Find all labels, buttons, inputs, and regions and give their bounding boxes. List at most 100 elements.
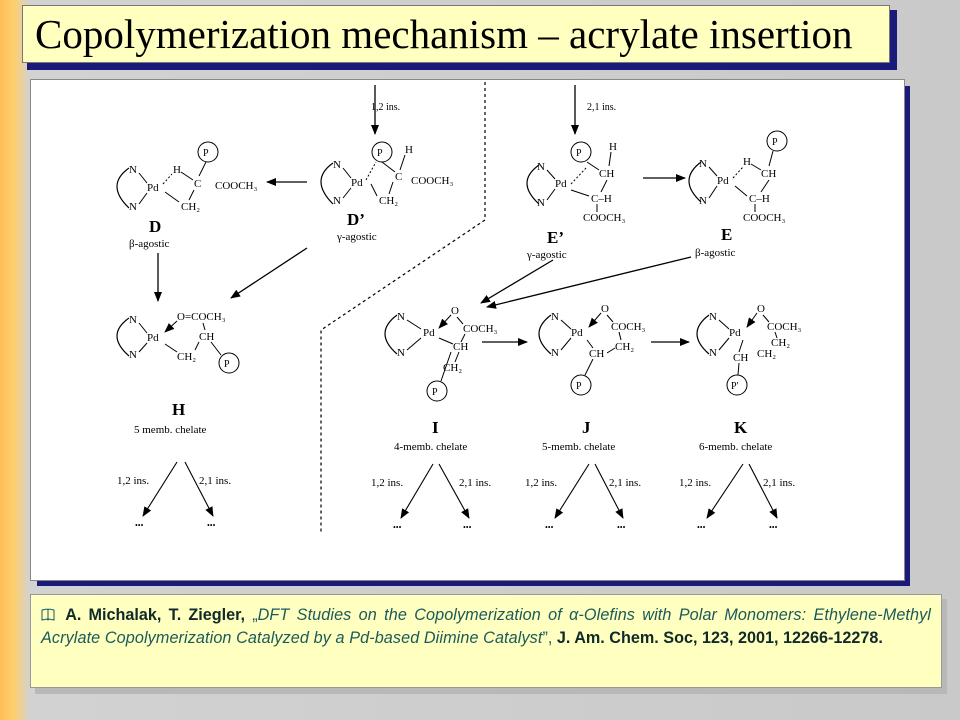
svg-text:Pd: Pd <box>555 178 567 190</box>
reference-open-quote: „ <box>252 606 258 624</box>
svg-text:COCH₃: COCH₃ <box>463 323 498 335</box>
svg-text:N: N <box>397 347 405 359</box>
label-H: H <box>172 400 185 419</box>
ellipsis-H-12: ••• <box>135 521 144 530</box>
svg-text:Pd: Pd <box>147 182 159 194</box>
svg-text:COOCH₃: COOCH₃ <box>411 175 454 187</box>
title-box: Copolymerization mechanism – acrylate in… <box>22 5 890 63</box>
svg-text:H: H <box>609 141 617 153</box>
structure-D: N N Pd H P C COOCH₃ CH₂ <box>116 141 258 213</box>
label-J-12: 1,2 ins. <box>525 477 557 489</box>
reaction-scheme-figure: 1,2 ins. N N Pd P C H COOCH₃ CH₂ D’ γ-ag… <box>30 79 905 581</box>
arrow-K-21 <box>748 463 778 519</box>
svg-text:P: P <box>576 381 582 392</box>
svg-text:C: C <box>194 178 201 190</box>
svg-text:Pd: Pd <box>423 327 435 339</box>
svg-text:P: P <box>224 359 230 370</box>
structure-I: N N Pd O COCH₃ CH CH₂ P <box>384 305 498 402</box>
label-K-21: 2,1 ins. <box>763 477 795 489</box>
svg-text:CH₂: CH₂ <box>181 201 200 213</box>
svg-text:O: O <box>757 303 765 315</box>
svg-text:H: H <box>743 156 751 168</box>
structure-D-prime: N N Pd P C H COOCH₃ CH₂ <box>320 141 454 207</box>
svg-text:COCH₃: COCH₃ <box>611 321 646 333</box>
svg-text:COCH₃: COCH₃ <box>767 321 802 333</box>
svg-text:Pd: Pd <box>351 177 363 189</box>
svg-text:C–H: C–H <box>591 193 612 205</box>
svg-text:CH: CH <box>589 348 604 360</box>
arrow-H-12 <box>142 461 178 517</box>
svg-text:H: H <box>173 164 181 176</box>
arrow-E-to-I <box>486 256 692 309</box>
ellipsis-J-21: ••• <box>617 523 626 532</box>
label-D-prime: D’ <box>347 210 365 229</box>
svg-text:CH: CH <box>761 168 776 180</box>
svg-text:CH₂: CH₂ <box>615 341 634 353</box>
svg-text:N: N <box>129 349 137 361</box>
svg-text:CH₂: CH₂ <box>177 351 196 363</box>
label-E-prime: E’ <box>547 228 564 247</box>
desc-D: β-agostic <box>129 238 170 250</box>
ellipsis-K-21: ••• <box>769 523 778 532</box>
ellipsis-J-12: ••• <box>545 523 554 532</box>
svg-text:COOCH₃: COOCH₃ <box>743 212 786 224</box>
svg-text:N: N <box>699 158 707 170</box>
svg-text:O: O <box>601 303 609 315</box>
svg-text:P: P <box>203 148 209 159</box>
ellipsis-K-12: ••• <box>697 523 706 532</box>
desc-D-prime: γ-agostic <box>336 231 377 243</box>
arrow-J-12 <box>554 463 590 519</box>
svg-text:C–H: C–H <box>749 193 770 205</box>
desc-J: 5-memb. chelate <box>542 441 615 453</box>
desc-E-prime: γ-agostic <box>526 249 567 261</box>
arrow-Eprime-to-I <box>480 259 554 304</box>
desc-K: 6-memb. chelate <box>699 441 772 453</box>
ellipsis-I-21: ••• <box>463 523 472 532</box>
arrow-J-21 <box>594 463 624 519</box>
divider-dashed-line <box>320 82 486 532</box>
label-K-12: 1,2 ins. <box>679 477 711 489</box>
structure-E-prime: N N Pd P H CH C–H COOCH₃ <box>526 141 626 224</box>
svg-text:COOCH₃: COOCH₃ <box>215 180 258 192</box>
svg-text:P: P <box>772 137 778 148</box>
svg-text:Pd: Pd <box>729 327 741 339</box>
structure-E: N N Pd H P CH C–H COOCH₃ <box>688 130 788 224</box>
svg-text:O=COCH₃: O=COCH₃ <box>177 311 226 323</box>
structure-K: N N Pd O COCH₃ CH₂ CH₂ CH P' <box>696 303 802 396</box>
svg-text:Pd: Pd <box>147 332 159 344</box>
svg-text:N: N <box>551 311 559 323</box>
label-H-21: 2,1 ins. <box>199 475 231 487</box>
label-D: D <box>149 217 161 236</box>
label-I-12: 1,2 ins. <box>371 477 403 489</box>
svg-text:N: N <box>709 311 717 323</box>
reference-box: A. Michalak, T. Ziegler, „DFT Studies on… <box>30 594 942 688</box>
svg-text:CH₂: CH₂ <box>757 348 776 360</box>
structure-J: N N Pd O COCH₃ CH₂ CH P <box>538 303 646 396</box>
label-E: E <box>721 225 732 244</box>
desc-I: 4-memb. chelate <box>394 441 467 453</box>
svg-text:Pd: Pd <box>717 175 729 187</box>
label-H-12: 1,2 ins. <box>117 475 149 487</box>
label-I-21: 2,1 ins. <box>459 477 491 489</box>
svg-text:N: N <box>537 197 545 209</box>
arrow-K-12 <box>706 463 744 519</box>
label-21-ins-top: 2,1 ins. <box>587 102 616 113</box>
svg-text:CH: CH <box>733 352 748 364</box>
svg-text:N: N <box>551 347 559 359</box>
label-12-ins-top: 1,2 ins. <box>371 102 400 113</box>
arrow-I-12 <box>400 463 434 519</box>
svg-text:CH: CH <box>199 331 214 343</box>
ellipsis-I-12: ••• <box>393 523 402 532</box>
svg-text:CH₂: CH₂ <box>443 362 462 374</box>
svg-text:CH: CH <box>453 341 468 353</box>
reference-close-quote: ”, <box>542 629 553 647</box>
svg-text:N: N <box>699 195 707 207</box>
svg-text:CH: CH <box>599 168 614 180</box>
reaction-scheme-svg: 1,2 ins. N N Pd P C H COOCH₃ CH₂ D’ γ-ag… <box>116 82 802 532</box>
svg-text:N: N <box>129 201 137 213</box>
svg-text:CH₂: CH₂ <box>379 195 398 207</box>
reference-authors: A. Michalak, T. Ziegler, <box>65 606 246 624</box>
svg-text:Pd: Pd <box>571 327 583 339</box>
label-K: K <box>734 418 748 437</box>
label-J-21: 2,1 ins. <box>609 477 641 489</box>
